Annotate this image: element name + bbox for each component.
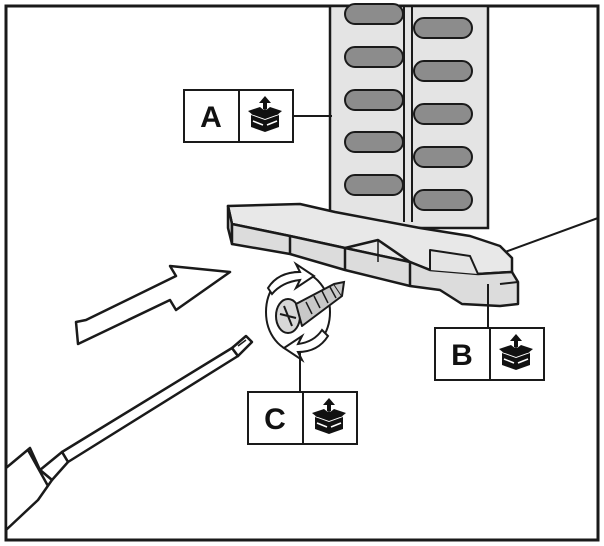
floor-line	[504, 217, 599, 253]
label-b: B	[434, 327, 545, 381]
screwdriver-icon	[4, 334, 254, 532]
label-c: C	[247, 391, 358, 445]
screw-icon	[275, 280, 346, 334]
label-a-letter: A	[200, 101, 222, 134]
heater-panel	[328, 3, 490, 230]
screw-assembly	[265, 261, 346, 363]
label-a: A	[183, 89, 294, 143]
heater-slots	[344, 3, 473, 211]
direction-arrow-icon	[74, 264, 232, 346]
label-b-letter: B	[451, 339, 473, 372]
heater-foot	[226, 202, 520, 308]
label-c-letter: C	[264, 403, 286, 436]
